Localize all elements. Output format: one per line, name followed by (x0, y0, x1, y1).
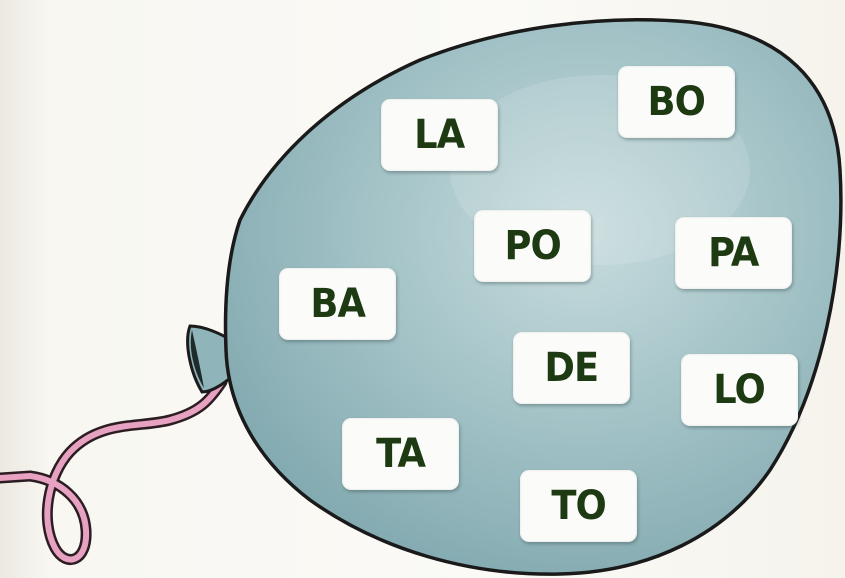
syllable-card-de: DE (513, 332, 630, 404)
syllable-text: BA (310, 281, 366, 327)
syllable-card-ba: BA (279, 268, 396, 340)
syllable-text: LA (414, 112, 465, 158)
syllable-card-to: TO (520, 470, 637, 542)
syllable-text: TO (551, 483, 606, 529)
syllable-text: LO (713, 367, 767, 413)
syllable-text: BO (647, 79, 706, 125)
syllable-card-pa: PA (675, 217, 792, 289)
balloon-string (0, 376, 228, 565)
balloon-knot-shade (190, 330, 204, 388)
syllable-card-po: PO (474, 210, 591, 282)
syllable-text: DE (544, 345, 600, 391)
syllable-text: PO (504, 223, 561, 269)
syllable-text: TA (376, 431, 426, 477)
syllable-card-la: LA (381, 99, 498, 171)
balloon-string-fill (0, 379, 225, 563)
syllable-text: PA (708, 230, 759, 276)
syllable-card-lo: LO (681, 354, 798, 426)
syllable-card-ta: TA (342, 418, 459, 490)
syllable-card-bo: BO (618, 66, 735, 138)
